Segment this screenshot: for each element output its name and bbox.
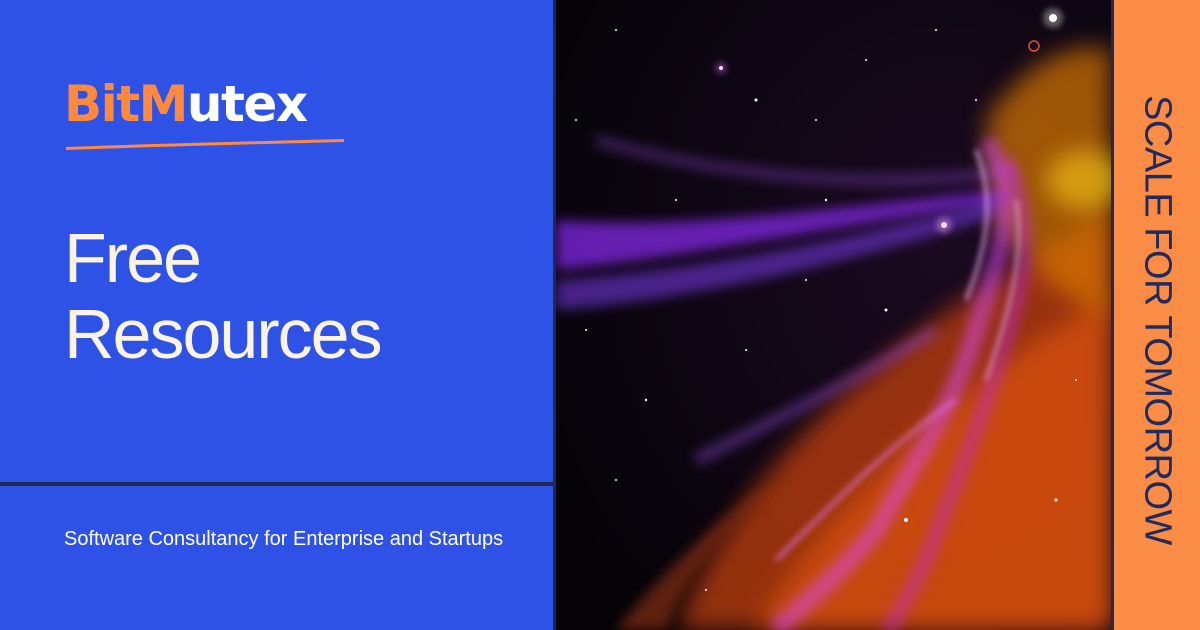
tagline-text: Software Consultancy for Enterprise and … bbox=[64, 528, 504, 550]
logo-m: M bbox=[138, 75, 189, 133]
hero-panel: BitMutex Free Resources bbox=[0, 0, 553, 482]
logo-utex: utex bbox=[186, 75, 308, 133]
logo-underline-icon bbox=[66, 139, 344, 150]
headline-line-2: Resources bbox=[64, 295, 383, 373]
side-banner bbox=[1114, 0, 1200, 630]
logo-wordmark: BitMutex bbox=[64, 74, 308, 134]
nebula-image bbox=[556, 0, 1111, 630]
tagline-panel: Software Consultancy for Enterprise and … bbox=[0, 486, 553, 630]
headline-line-1: Free bbox=[64, 219, 202, 297]
bitmutex-logo[interactable]: BitMutex bbox=[64, 74, 344, 154]
logo-bit: Bit bbox=[64, 75, 140, 133]
page-title: Free Resources bbox=[64, 220, 544, 372]
side-banner-text: SCALE FOR TOMORROW bbox=[1136, 95, 1179, 545]
nebula-illustration bbox=[556, 0, 1111, 630]
